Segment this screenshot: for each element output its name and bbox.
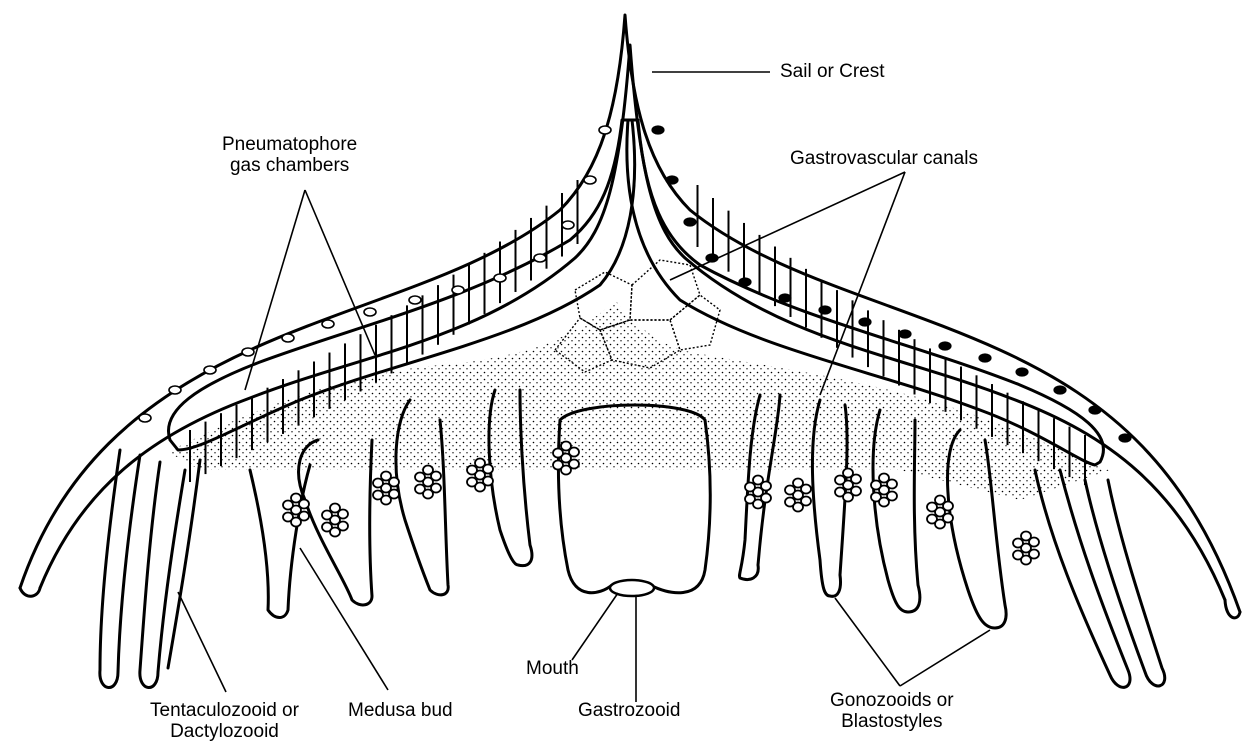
label-tentaculozooid: Tentaculozooid or Dactylozooid — [150, 700, 299, 742]
medusa-bud — [927, 503, 937, 512]
canal-oval — [242, 348, 254, 356]
medusa-bud — [283, 501, 293, 510]
medusa-bud — [467, 466, 477, 475]
medusa-bud — [879, 498, 889, 507]
canal-oval — [1119, 434, 1131, 442]
canal-oval — [204, 366, 216, 374]
canal-oval — [562, 221, 574, 229]
medusa-bud — [475, 459, 485, 468]
canal-oval — [364, 308, 376, 316]
canal-oval — [819, 306, 831, 314]
canal-oval — [1089, 406, 1101, 414]
medusa-bud — [835, 476, 845, 485]
label-mouth: Mouth — [526, 658, 579, 679]
medusa-bud — [753, 476, 763, 485]
medusa-bud — [475, 483, 485, 492]
medusa-bud — [793, 503, 803, 512]
medusa-bud — [1021, 532, 1031, 541]
canal-oval — [599, 126, 611, 134]
medusa-bud — [935, 520, 945, 529]
medusa-bud — [745, 483, 755, 492]
medusa-bud — [793, 479, 803, 488]
canal-oval — [899, 330, 911, 338]
medusa-bud — [381, 472, 391, 481]
canal-oval — [779, 294, 791, 302]
medusa-bud — [415, 473, 425, 482]
canal-oval — [739, 278, 751, 286]
medusa-bud — [553, 449, 563, 458]
canal-oval — [322, 320, 334, 328]
medusa-bud — [330, 504, 340, 513]
canal-oval — [1054, 386, 1066, 394]
label-gastrozooid: Gastrozooid — [578, 700, 680, 721]
canal-oval — [652, 126, 664, 134]
mouth-shape — [610, 580, 654, 596]
medusa-bud — [1021, 556, 1031, 565]
medusa-bud — [879, 474, 889, 483]
medusa-bud — [561, 442, 571, 451]
label-sail: Sail or Crest — [780, 61, 885, 82]
medusa-bud — [871, 481, 881, 490]
label-gonozooids: Gonozooids or Blastostyles — [830, 690, 954, 732]
medusa-bud — [291, 518, 301, 527]
label-gastrovascular: Gastrovascular canals — [790, 148, 978, 169]
canal-oval — [684, 218, 696, 226]
medusa-bud — [843, 469, 853, 478]
medusa-bud — [381, 496, 391, 505]
medusa-bud — [423, 490, 433, 499]
medusa-bud — [291, 494, 301, 503]
label-medusa-bud: Medusa bud — [348, 700, 453, 721]
canal-oval — [139, 414, 151, 422]
canal-oval — [666, 176, 678, 184]
canal-oval — [494, 274, 506, 282]
medusa-bud — [373, 479, 383, 488]
medusa-bud — [322, 511, 332, 520]
canal-oval — [452, 286, 464, 294]
canal-oval — [534, 254, 546, 262]
canal-oval — [859, 318, 871, 326]
medusa-bud — [1013, 539, 1023, 548]
label-pneumatophore: Pneumatophore gas chambers — [222, 134, 357, 176]
canal-oval — [282, 334, 294, 342]
canal-oval — [584, 176, 596, 184]
medusa-bud — [935, 496, 945, 505]
canal-oval — [409, 296, 421, 304]
canal-oval — [939, 342, 951, 350]
medusa-bud — [561, 466, 571, 475]
canal-oval — [169, 386, 181, 394]
canal-oval — [1016, 368, 1028, 376]
medusa-bud — [423, 466, 433, 475]
canal-oval — [979, 354, 991, 362]
medusa-bud — [330, 528, 340, 537]
medusa-bud — [843, 493, 853, 502]
medusa-bud — [753, 500, 763, 509]
medusa-bud — [785, 486, 795, 495]
